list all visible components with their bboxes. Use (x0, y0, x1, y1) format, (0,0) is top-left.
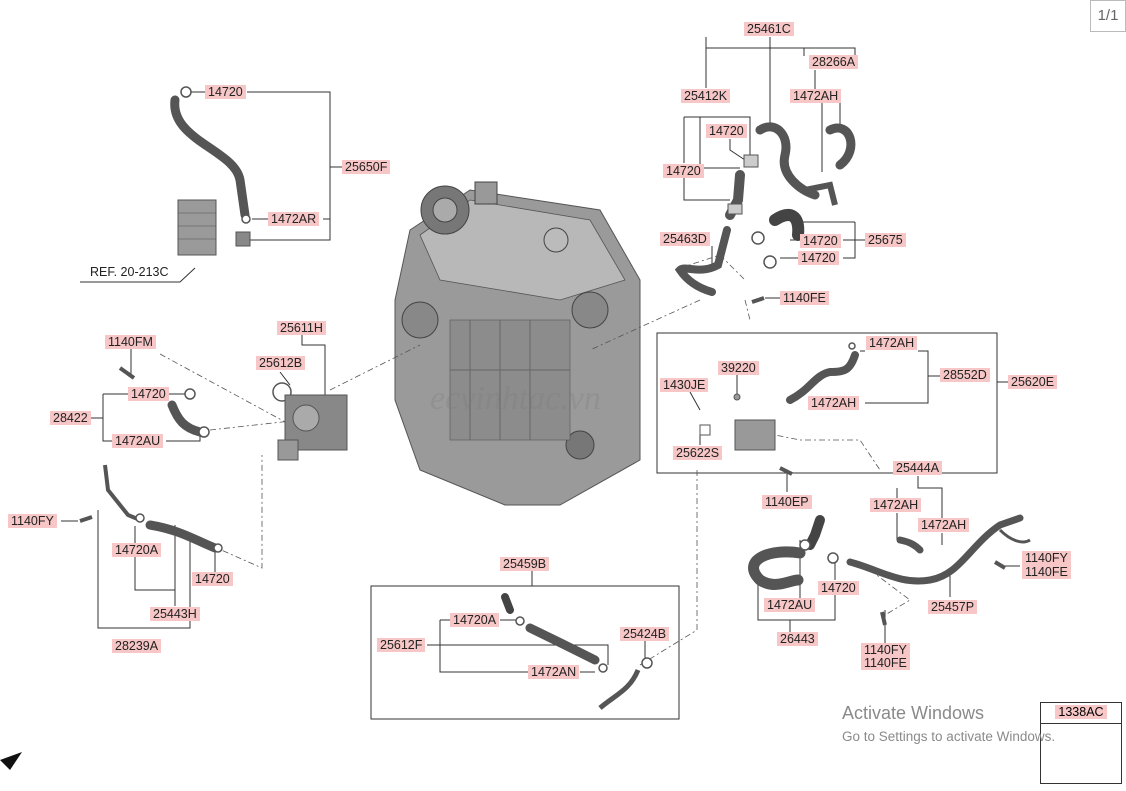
part-label-28552D: 28552D (940, 368, 990, 382)
legend-box: 1338AC (1040, 702, 1122, 784)
hoses-and-parts (0, 86, 1087, 770)
part-label-14720: 14720 (818, 581, 859, 595)
part-label-1472AH: 1472AH (918, 518, 970, 532)
part-label-14720A: 14720A (450, 613, 500, 627)
part-label-14720: 14720 (205, 85, 246, 99)
part-label-39220: 39220 (718, 361, 759, 375)
part-label-1472AH: 1472AH (808, 396, 860, 410)
part-label-14720: 14720 (192, 572, 233, 586)
part-label-1140FY: 1140FY (861, 643, 910, 657)
part-label-25622S: 25622S (673, 446, 723, 460)
part-label-28239A: 28239A (112, 639, 162, 653)
part-label-25443H: 25443H (150, 607, 200, 621)
part-label-25611H: 25611H (277, 321, 326, 335)
part-label-14720: 14720 (663, 164, 704, 178)
activate-title: Activate Windows (842, 703, 985, 723)
activate-subtitle: Go to Settings to activate Windows. (842, 729, 1056, 744)
part-label-25461C: 25461C (744, 22, 794, 36)
part-label-1472AN: 1472AN (528, 665, 580, 679)
part-label-14720: 14720 (798, 251, 839, 265)
reference-label: REF. 20-213C (90, 265, 169, 279)
part-label-14720A: 14720A (112, 543, 162, 557)
part-label-25412K: 25412K (681, 89, 731, 103)
activate-windows-notice[interactable]: Activate Windows Go to Settings to activ… (842, 703, 1055, 744)
part-label-1140FE: 1140FE (1022, 565, 1071, 579)
part-label-25424B: 25424B (620, 627, 670, 641)
part-label-25463D: 25463D (660, 232, 710, 246)
part-label-1472AH: 1472AH (866, 336, 918, 350)
watermark-text: ecvinhtac.vn (430, 380, 601, 417)
part-label-25612F: 25612F (377, 638, 426, 652)
part-label-14720: 14720 (128, 387, 169, 401)
part-label-1472AU: 1472AU (112, 434, 164, 448)
part-label-1140FY: 1140FY (1022, 551, 1071, 565)
part-label-1338AC: 1338AC (1055, 705, 1107, 719)
part-label-1430JE: 1430JE (660, 378, 709, 392)
part-label-25444A: 25444A (893, 461, 943, 475)
part-label-25459B: 25459B (500, 557, 550, 571)
part-label-25650F: 25650F (342, 160, 391, 174)
engine-block (394, 181, 641, 506)
legend-header: 1338AC (1041, 703, 1121, 724)
part-label-25620E: 25620E (1008, 375, 1058, 389)
part-label-1472AH: 1472AH (790, 89, 842, 103)
part-label-1140FE: 1140FE (780, 291, 829, 305)
part-label-1140FM: 1140FM (105, 335, 156, 349)
part-label-1472AU: 1472AU (764, 598, 816, 612)
part-label-25457P: 25457P (928, 600, 978, 614)
part-label-25675: 25675 (865, 233, 906, 247)
page-indicator: 1/1 (1090, 0, 1126, 32)
part-label-1140FY: 1140FY (8, 514, 57, 528)
part-label-14720: 14720 (800, 234, 841, 248)
part-label-1140EP: 1140EP (762, 495, 812, 509)
leader-lines (61, 37, 1020, 720)
part-label-26443: 26443 (777, 632, 818, 646)
part-label-28422: 28422 (50, 411, 91, 425)
part-label-14720: 14720 (706, 124, 747, 138)
part-label-28266A: 28266A (809, 55, 859, 69)
part-label-25612B: 25612B (256, 356, 306, 370)
dashed-lines (159, 254, 911, 666)
part-label-1472AH: 1472AH (870, 498, 922, 512)
part-label-1140FE: 1140FE (861, 656, 910, 670)
part-label-1472AR: 1472AR (268, 212, 320, 226)
